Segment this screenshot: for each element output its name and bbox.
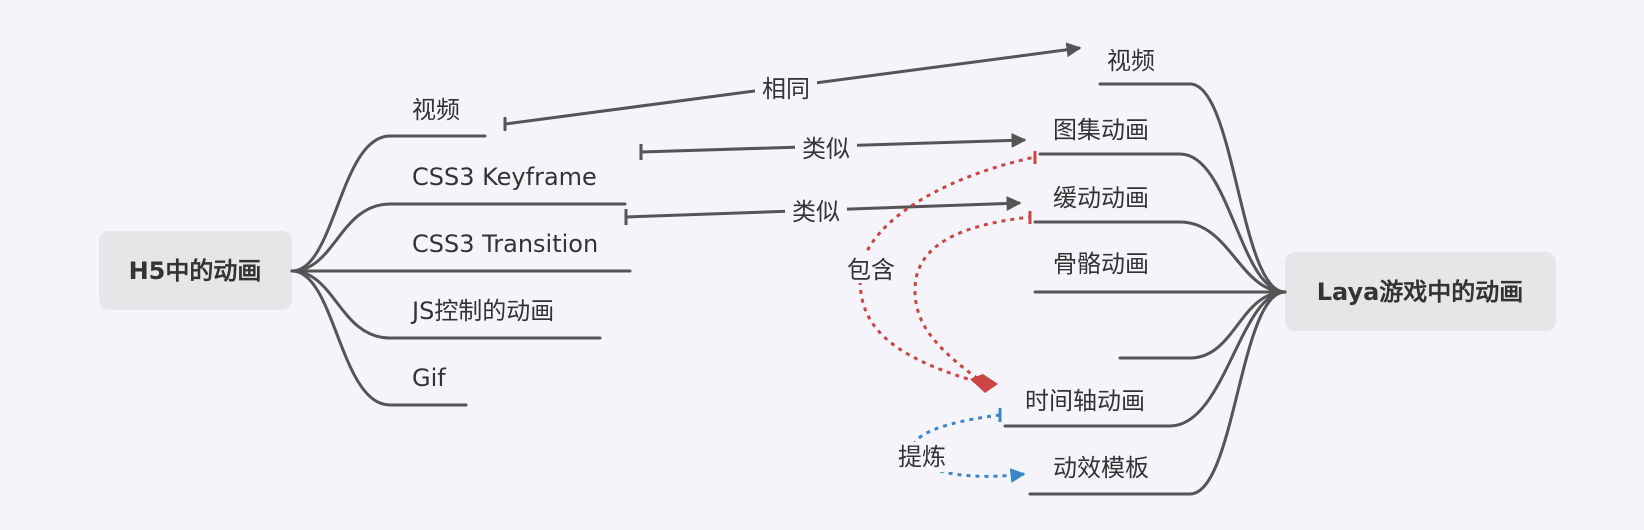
- relation-contains-line-1: [858, 155, 1036, 386]
- relation-similar-2[interactable]: 类似: [624, 195, 1022, 226]
- relation-contains-label-bg: [840, 253, 902, 283]
- relation-same-label: 相同: [762, 75, 810, 103]
- right-node-timeline-animation[interactable]: 时间轴动画: [1025, 387, 1145, 415]
- relation-refine-label-bg: [891, 442, 953, 472]
- left-branch-4: [290, 269, 602, 340]
- left-node-gif[interactable]: Gif: [412, 364, 446, 392]
- right-node-effect-template[interactable]: 动效模板: [1053, 454, 1149, 482]
- left-tree: H5中的动画 视频 CSS3 Keyframe CSS3 Transition …: [99, 96, 632, 407]
- relation-contains-label: 包含: [847, 256, 895, 284]
- right-branch-3: [1033, 220, 1287, 294]
- left-node-css3-keyframe[interactable]: CSS3 Keyframe: [412, 163, 597, 191]
- right-root-box[interactable]: [1285, 252, 1556, 331]
- left-branch-1: [290, 134, 487, 273]
- left-node-css3-transition[interactable]: CSS3 Transition: [412, 230, 598, 258]
- right-branch-2: [1038, 152, 1287, 294]
- relation-similar-2-label-bg: [785, 196, 847, 226]
- right-node-tween-animation[interactable]: 缓动动画: [1053, 184, 1149, 212]
- left-root-box[interactable]: [99, 231, 292, 310]
- relation-similar-1[interactable]: 类似: [639, 132, 1027, 163]
- relation-same[interactable]: 相同: [503, 42, 1082, 131]
- relation-similar-2-label: 类似: [792, 198, 840, 226]
- relation-contains[interactable]: 包含: [840, 151, 1037, 393]
- right-node-atlas-animation[interactable]: 图集动画: [1053, 116, 1149, 144]
- left-branch-5: [290, 269, 468, 407]
- right-node-skeletal-animation[interactable]: 骨骼动画: [1053, 250, 1149, 278]
- relations: 相同 类似 类似 包含: [503, 42, 1082, 484]
- relation-similar-1-label-bg: [795, 133, 857, 163]
- relation-contains-diamond-icon: [970, 374, 998, 393]
- right-branch-7: [1028, 290, 1287, 496]
- relation-refine-label: 提炼: [898, 443, 946, 471]
- relation-refine[interactable]: 提炼: [891, 408, 1026, 484]
- left-root-label: H5中的动画: [129, 257, 262, 285]
- left-branch-2: [290, 202, 627, 273]
- right-root-label: Laya游戏中的动画: [1317, 278, 1524, 306]
- right-branch-1: [1098, 82, 1287, 294]
- left-node-js-animation[interactable]: JS控制的动画: [410, 297, 554, 325]
- left-node-video[interactable]: 视频: [412, 96, 460, 124]
- right-node-video[interactable]: 视频: [1107, 47, 1155, 75]
- relation-contains-line-2: [913, 215, 1031, 386]
- relation-same-label-bg: [755, 73, 817, 103]
- relation-similar-1-label: 类似: [802, 135, 850, 163]
- right-branch-6: [1003, 290, 1287, 428]
- right-branch-5: [1118, 290, 1287, 360]
- right-tree: Laya游戏中的动画 视频 图集动画 缓动动画 骨骼动画 时间轴动画 动效模板: [1003, 47, 1556, 496]
